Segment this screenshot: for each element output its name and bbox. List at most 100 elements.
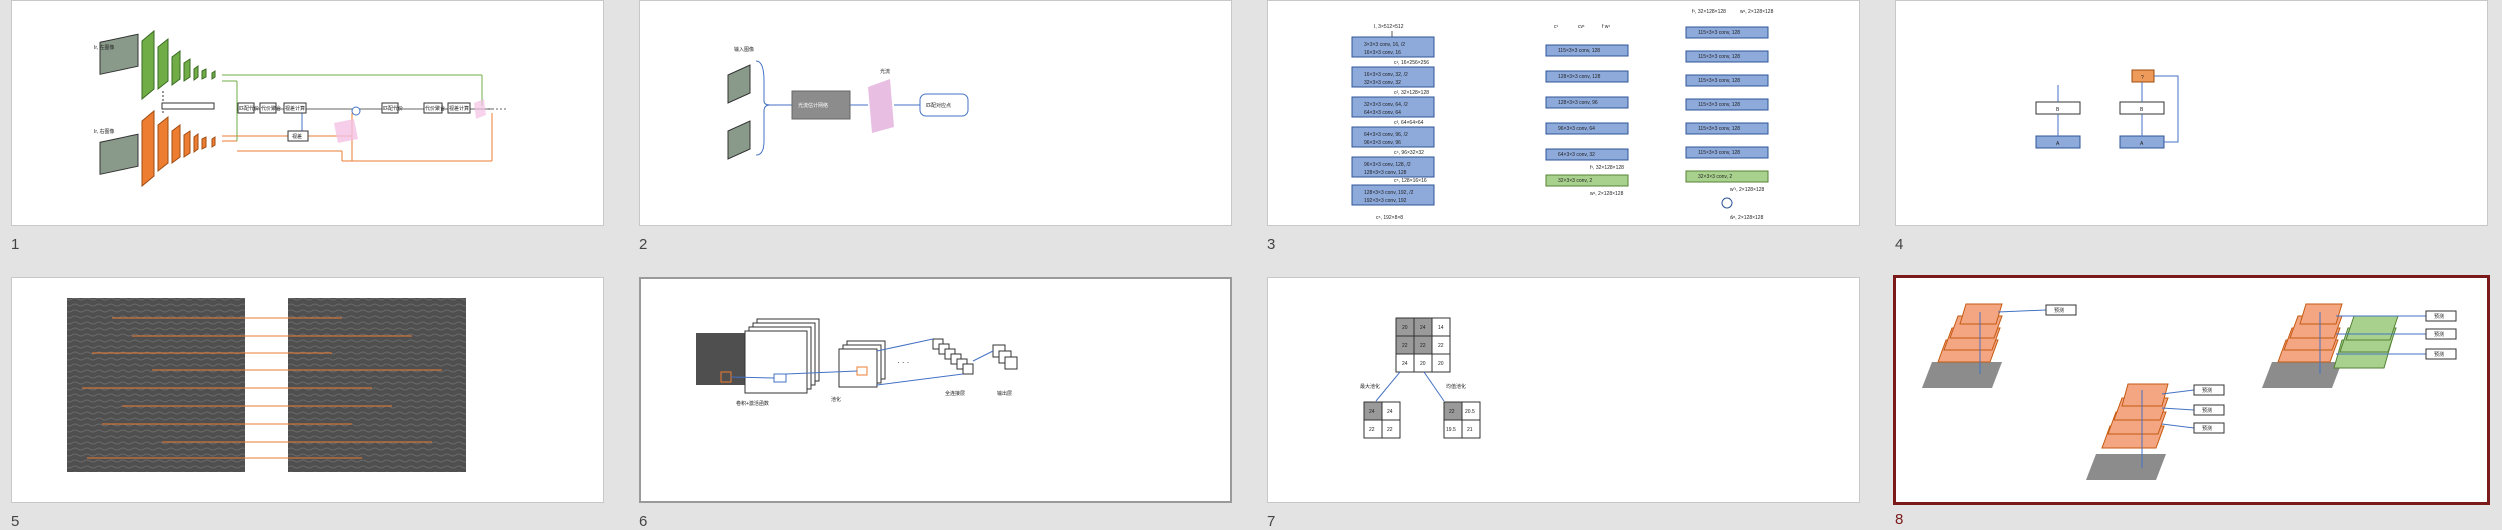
svg-text:?: ? [2141,75,2144,81]
col3-blocks: 115×3×3 conv, 128 115×3×3 conv, 128 115×… [1685,26,1769,183]
brace-icon [755,60,771,156]
svg-text:128×3×3 conv, 128: 128×3×3 conv, 128 [1364,170,1407,176]
svg-text:24: 24 [1420,325,1426,331]
match-cost-label-1: 匹配代价 [239,105,259,112]
slide-thumbnail-1[interactable]: Ir, 左图像 Ir, 右图像 [11,0,604,226]
svg-text:f¹, 32×128×128: f¹, 32×128×128 [1692,9,1726,15]
input-grid: 20 24 14 22 22 22 24 20 20 [1395,317,1451,373]
slide-number-4: 4 [1895,236,1904,253]
slide-thumbnail-5[interactable] [11,277,604,503]
svg-text:预测: 预测 [2434,313,2444,320]
svg-text:14: 14 [1438,325,1444,331]
output-label: 输出层 [997,390,1012,397]
svg-text:96×3×3 conv, 64: 96×3×3 conv, 64 [1558,126,1595,132]
svg-text:115×3×3 conv, 128: 115×3×3 conv, 128 [1698,150,1740,156]
slide-number-2: 2 [639,236,648,253]
right-sea-image [288,298,466,472]
svg-text:A: A [2056,141,2060,147]
slide-thumbnail-8-selected[interactable]: 预测 预测 预测 预测 [1893,275,2490,505]
svg-text:115×3×3 conv, 128: 115×3×3 conv, 128 [1698,54,1740,60]
ellipsis: · · · [897,358,909,367]
match-points-box [919,93,969,117]
svg-text:w¹, 2×128×128: w¹, 2×128×128 [1740,9,1774,15]
svg-text:115×3×3 conv, 128: 115×3×3 conv, 128 [1698,30,1740,36]
output-disparity [474,99,486,119]
cost-agg-box-2 [423,102,443,114]
svg-text:w'¹, 2×128×128: w'¹, 2×128×128 [1730,187,1765,193]
slide-thumbnail-6[interactable]: · · · 卷积+激活函数 池化 全连接层 输出层 [639,277,1232,503]
conv-label: 卷积+激活函数 [736,400,769,407]
svg-text:96×3×3 conv, 128, /2: 96×3×3 conv, 128, /2 [1364,162,1411,168]
flow-net-label: 光流估计网络 [798,102,828,109]
svg-text:24: 24 [1369,409,1375,415]
svg-text:192×3×3 conv, 192: 192×3×3 conv, 192 [1364,198,1407,204]
pyramid-right [2262,303,2426,388]
disparity-label: 视差 [292,133,302,140]
green-feature-stack [141,29,216,101]
svg-text:115×3×3 conv, 128: 115×3×3 conv, 128 [1558,48,1600,54]
svg-text:预测: 预测 [2434,331,2444,338]
svg-text:A: A [2140,141,2144,147]
svg-text:c³, 64×64×64: c³, 64×64×64 [1394,120,1424,126]
warped-image [334,119,358,143]
match-cost-label-2: 匹配代价 [383,105,403,112]
svg-text:16×3×3 conv, 32, /2: 16×3×3 conv, 32, /2 [1364,72,1408,78]
pooling-diagram: 20 24 14 22 22 22 24 20 20 最大池化 均值池化 24 … [1360,317,1481,439]
input-image-label: 输入图像 [734,46,754,53]
avg-pool-label: 均值池化 [1446,383,1466,390]
slide-thumbnail-4[interactable]: B A ? B A [1895,0,2488,226]
match-cost-box-2 [381,102,399,114]
left-sea-image [67,298,245,472]
output-stack [992,344,1018,370]
network-architecture-diagram: I, 3×512×512 3×3×3 conv, 16, /216×3×3 co… [1351,9,1774,221]
svg-text:c⁵, 128×16×16: c⁵, 128×16×16 [1394,178,1427,184]
flow-net-box [791,90,851,120]
svg-text:c², 32×128×128: c², 32×128×128 [1394,90,1429,96]
feature-pyramid-diagram: 预测 预测 预测 预测 [1922,303,2457,480]
avg-pool-grid: 22 20.5 19.5 21 [1443,401,1481,439]
svg-text:22: 22 [1420,343,1426,349]
slide-thumbnail-7[interactable]: 20 24 14 22 22 22 24 20 20 最大池化 均值池化 24 … [1267,277,1860,503]
max-pool-grid: 24 24 22 22 [1363,401,1401,439]
slide-thumbnail-2[interactable]: 输入图像 光流估计网络 光流 匹配对应点 [639,0,1232,226]
pyramid-left [1922,303,2047,388]
pred-box-a [2045,304,2077,316]
svg-text:w¹, 2×128×128: w¹, 2×128×128 [1590,191,1624,197]
cost-agg-label-1: 代价聚合 [261,105,281,112]
svg-text:20: 20 [1420,361,1426,367]
input-image-1 [727,64,751,104]
svg-text:预测: 预测 [2054,307,2064,314]
svg-text:24: 24 [1402,361,1408,367]
match-lines [82,317,442,459]
svg-text:22: 22 [1449,409,1455,415]
orange-feature-stack [141,109,216,188]
col2-blocks: 115×3×3 conv, 128 128×3×3 conv, 128 128×… [1545,44,1629,187]
max-pool-label: 最大池化 [1360,383,1380,390]
svg-text:B: B [2056,107,2060,113]
cost-agg-box-1 [259,102,277,114]
svg-text:32×3×3 conv, 2: 32×3×3 conv, 2 [1698,174,1732,180]
svg-text:64×3×3 conv, 64: 64×3×3 conv, 64 [1364,110,1401,116]
match-cost-box-1 [237,102,255,114]
image-pair-match-diagram [67,298,466,472]
match-points-label: 匹配对应点 [926,102,951,109]
disp-calc-box-2 [447,102,471,114]
svg-text:115×3×3 conv, 128: 115×3×3 conv, 128 [1698,126,1740,132]
svg-text:f w¹: f w¹ [1602,24,1610,30]
svg-text:32×3×3 conv, 2: 32×3×3 conv, 2 [1558,178,1592,184]
svg-text:预测: 预测 [2202,407,2212,414]
svg-text:20.5: 20.5 [1465,409,1475,415]
col1-footer: c⁶, 192×8×8 [1376,215,1403,221]
svg-text:f¹, 32×128×128: f¹, 32×128×128 [1590,165,1624,171]
stereo-matching-diagram: Ir, 左图像 Ir, 右图像 [94,29,506,188]
svg-text:22: 22 [1387,427,1393,433]
right-image-label: Ir, 右图像 [94,128,115,135]
svg-text:20: 20 [1438,361,1444,367]
cnn-pipeline-diagram: · · · 卷积+激活函数 池化 全连接层 输出层 [696,318,1018,407]
svg-text:24: 24 [1387,409,1393,415]
svg-text:128×3×3 conv, 96: 128×3×3 conv, 96 [1558,100,1598,106]
left-image-label: Ir, 左图像 [94,44,115,51]
svg-text:20: 20 [1402,325,1408,331]
pyramid-middle [2086,383,2195,480]
